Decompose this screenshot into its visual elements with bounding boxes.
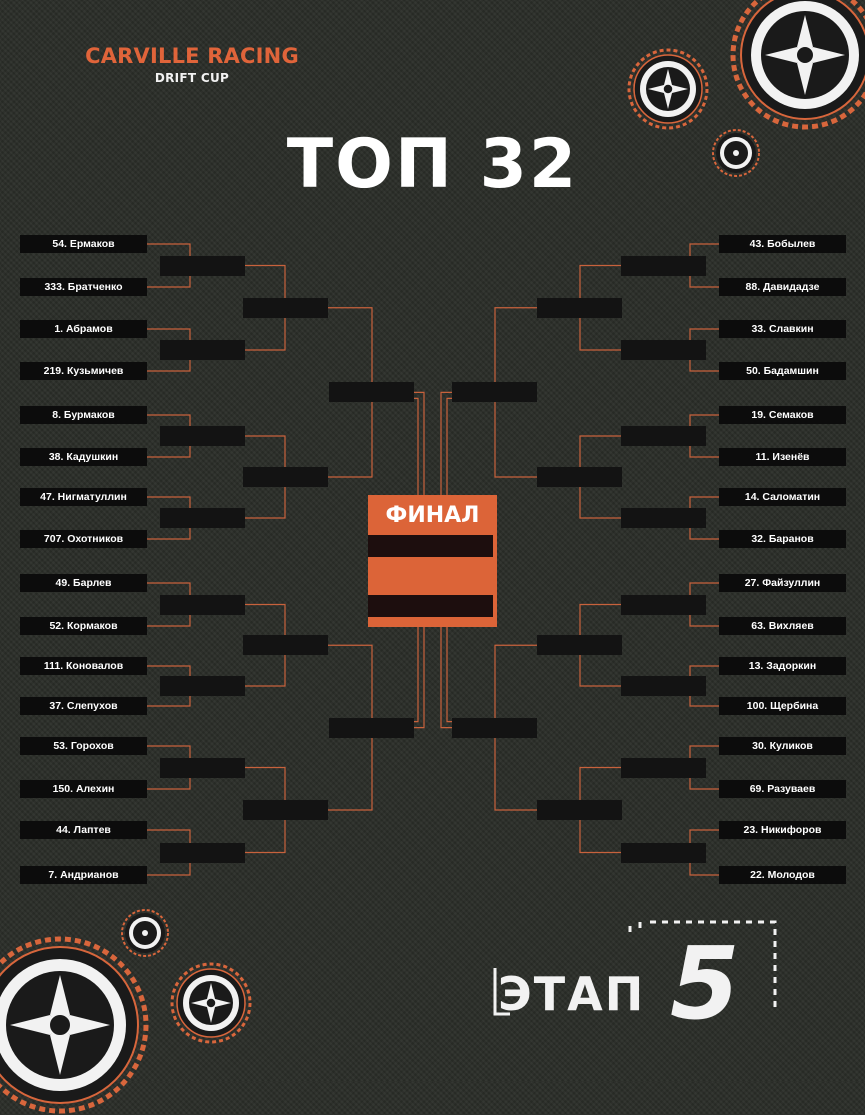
racer-name-right: 50. Бадамшин	[719, 362, 846, 380]
racer-name-right: 13. Задоркин	[719, 657, 846, 675]
racer-name-right: 19. Семаков	[719, 406, 846, 424]
final-label: ФИНАЛ	[385, 503, 480, 528]
quarterfinal-slot-right	[537, 800, 622, 820]
racer-name-right: 22. Молодов	[719, 866, 846, 884]
wheel-icon-top-right-small	[712, 129, 760, 177]
final-slot-bottom	[368, 595, 493, 617]
racer-name-left: 219. Кузьмичев	[20, 362, 147, 380]
bracket-connector	[414, 391, 425, 495]
racer-name-left: 7. Андрианов	[20, 866, 147, 884]
round-of-16-slot-right	[621, 508, 706, 528]
stage-logo: ЭТАП 5	[493, 920, 777, 1042]
quarterfinal-slot-left	[243, 297, 328, 318]
racer-name-left: 37. Слепухов	[20, 697, 147, 715]
racer-name-right: 33. Славкин	[719, 320, 846, 338]
stage-number: 5	[670, 925, 740, 1042]
brand-subtitle: DRIFT CUP	[154, 71, 230, 85]
racer-name-right: 100. Щербина	[719, 697, 846, 715]
round-of-16-slot-left	[160, 676, 245, 696]
racer-name-right: 63. Вихляев	[719, 617, 846, 635]
racer-name-left: 38. Кадушкин	[20, 448, 147, 466]
quarterfinal-slot-right	[537, 297, 622, 318]
racer-name-left: 52. Кормаков	[20, 617, 147, 635]
semifinal-slot-right	[452, 717, 537, 738]
quarterfinal-slot-left	[243, 467, 328, 487]
racer-name-left: 111. Коновалов	[20, 657, 147, 675]
wheel-icon-bottom-left-medium	[170, 962, 252, 1044]
semifinal-slot-right	[452, 382, 537, 403]
brand-logo: CARVILLE RACING DRIFT CUP	[80, 44, 304, 85]
racer-name-left: 49. Барлев	[20, 574, 147, 592]
wheel-icon-top-right-large	[730, 0, 865, 130]
racer-name-left: 53. Горохов	[20, 737, 147, 755]
racer-name-right: 88. Давидадзе	[719, 278, 846, 296]
racer-name-left: 707. Охотников	[20, 530, 147, 548]
racer-name-right: 30. Куликов	[719, 737, 846, 755]
bracket-connector	[440, 627, 452, 729]
final-slot-top	[368, 535, 493, 557]
round-of-16-slot-left	[160, 508, 245, 528]
page-title: ТОП 32	[286, 125, 579, 204]
semifinal-slot-left	[329, 717, 414, 738]
bracket-connector	[446, 397, 456, 495]
racer-name-right: 32. Баранов	[719, 530, 846, 548]
racer-name-left: 150. Алехин	[20, 780, 147, 798]
racer-name-left: 8. Бурмаков	[20, 406, 147, 424]
racer-name-left: 54. Ермаков	[20, 235, 147, 253]
racer-name-right: 11. Изенёв	[719, 448, 846, 466]
round-of-16-slot-right	[621, 426, 706, 446]
racer-name-left: 44. Лаптев	[20, 821, 147, 839]
round-of-16-slot-right	[621, 340, 706, 360]
round-of-16-slot-left	[160, 594, 245, 615]
stage-text: ЭТАП	[498, 967, 645, 1021]
semifinal-slot-left	[329, 382, 414, 403]
round-of-16-slot-right	[621, 757, 706, 778]
round-of-16-slot-right	[621, 255, 706, 276]
quarterfinal-slot-right	[537, 635, 622, 656]
racer-name-right: 23. Никифоров	[719, 821, 846, 839]
wheel-icon-bottom-left-large	[0, 936, 149, 1114]
round-of-16-slot-left	[160, 757, 245, 778]
round-of-16-slot-left	[160, 255, 245, 276]
final-box: ФИНАЛ	[368, 495, 497, 627]
round-of-16-slot-right	[621, 594, 706, 615]
wheel-icon-bottom-left-small	[121, 909, 169, 957]
brand-name: CARVILLE RACING	[85, 44, 299, 68]
racer-name-left: 333. Братченко	[20, 278, 147, 296]
racer-name-left: 1. Абрамов	[20, 320, 147, 338]
racer-name-left: 47. Нигматуллин	[20, 488, 147, 506]
round-of-16-slot-left	[160, 426, 245, 446]
quarterfinal-slot-left	[243, 635, 328, 656]
bracket-connector	[410, 627, 419, 723]
round-of-16-slot-left	[160, 340, 245, 360]
racer-name-right: 69. Разуваев	[719, 780, 846, 798]
quarterfinal-slot-left	[243, 800, 328, 820]
bracket-connector	[446, 627, 456, 723]
bracket-connector	[414, 627, 425, 729]
round-of-16-slot-right	[621, 676, 706, 696]
quarterfinal-slot-right	[537, 467, 622, 487]
round-of-16-slot-right	[621, 842, 706, 863]
racer-name-right: 43. Бобылев	[719, 235, 846, 253]
round-of-16-slot-left	[160, 842, 245, 863]
racer-name-right: 27. Файзуллин	[719, 574, 846, 592]
racer-name-right: 14. Саломатин	[719, 488, 846, 506]
wheel-icon-top-right-medium	[627, 48, 709, 130]
bracket-connector	[410, 397, 419, 495]
bracket-connector	[440, 391, 452, 495]
